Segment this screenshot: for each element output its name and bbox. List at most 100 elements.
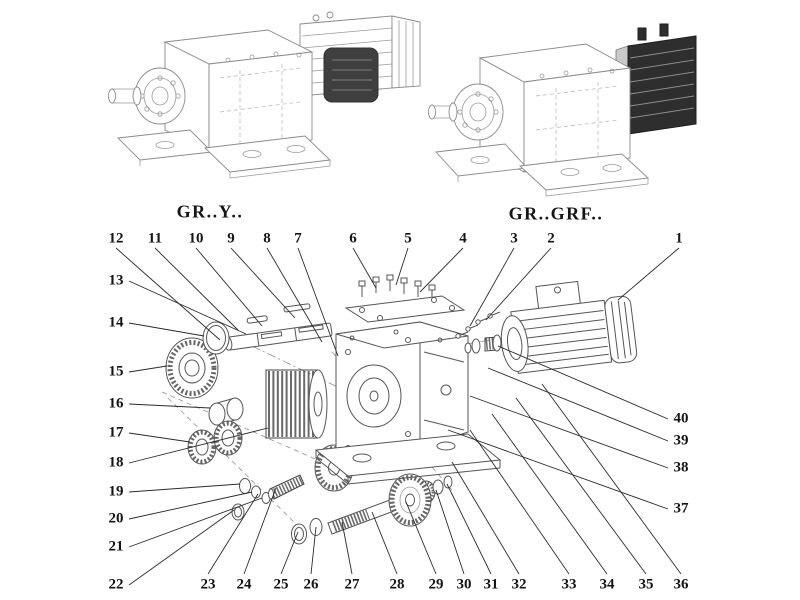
leader-line-11 [154, 247, 239, 331]
leader-line-8 [266, 247, 323, 343]
oil-seal [165, 337, 219, 399]
leader-line-25 [280, 531, 299, 575]
leader-line-17 [128, 432, 191, 443]
electric-motor [500, 280, 638, 374]
leader-line-34 [491, 413, 608, 575]
shaft-key [283, 303, 311, 313]
callout-1: 1 [675, 230, 683, 247]
leader-line-32 [451, 461, 520, 575]
leader-line-9 [230, 247, 296, 319]
callout-40: 40 [673, 410, 689, 427]
callout-27: 27 [344, 576, 360, 593]
leader-line-22 [128, 509, 235, 586]
callout-29: 29 [428, 576, 444, 593]
motor-stator-dark [323, 47, 379, 103]
callout-24: 24 [236, 576, 252, 593]
callout-14: 14 [108, 314, 124, 331]
leader-line-6 [352, 247, 377, 289]
leader-line-37 [447, 429, 669, 510]
leader-line-40 [497, 345, 669, 420]
input-shaft-assembly [224, 303, 333, 351]
callout-19: 19 [108, 483, 124, 500]
motor-pinion [464, 334, 502, 354]
pinion-shaft [268, 474, 305, 500]
leader-line-28 [371, 511, 398, 575]
leader-line-29 [405, 501, 437, 575]
leader-line-7 [297, 247, 339, 357]
output-gear [388, 473, 436, 527]
callout-22: 22 [108, 576, 124, 593]
shaft-key [246, 315, 268, 324]
model-label-gr-grf: GR..GRF.. [508, 203, 604, 224]
leader-line-13 [128, 280, 247, 335]
motor-studs [455, 311, 501, 339]
leader-line-4 [419, 247, 464, 293]
callout-5: 5 [404, 230, 412, 247]
callout-36: 36 [673, 576, 689, 593]
callout-39: 39 [673, 432, 689, 449]
leader-line-15 [128, 365, 168, 373]
model-label-gr-y: GR..Y.. [176, 201, 244, 222]
leader-line-31 [446, 483, 492, 575]
callout-15: 15 [108, 363, 124, 380]
output-shaft-assembly [291, 496, 403, 545]
washer [432, 479, 444, 495]
leader-lines [115, 247, 682, 586]
callout-16: 16 [108, 395, 124, 412]
motor-flange [500, 315, 529, 372]
callout-28: 28 [389, 576, 405, 593]
leader-line-16 [128, 403, 211, 409]
leader-line-27 [341, 521, 353, 575]
leader-line-19 [128, 483, 241, 493]
leader-line-1 [617, 247, 680, 301]
callout-10: 10 [188, 230, 204, 247]
callout-38: 38 [673, 459, 689, 476]
leader-line-3 [469, 247, 515, 327]
leader-line-24 [243, 487, 277, 575]
leader-line-33 [469, 429, 570, 575]
oil-plug [440, 384, 452, 396]
washer [239, 478, 251, 494]
callout-7: 7 [294, 230, 302, 247]
leader-line-5 [395, 247, 409, 286]
assembled-view-gr-grf [428, 23, 697, 197]
callout-13: 13 [108, 272, 124, 289]
housing-bore [346, 364, 402, 428]
large-gear [265, 369, 328, 439]
callout-20: 20 [108, 510, 124, 527]
leader-line-14 [128, 322, 205, 337]
leader-line-23 [207, 493, 259, 575]
callout-4: 4 [459, 230, 467, 247]
callout-32: 32 [511, 576, 527, 593]
exploded-view [161, 274, 638, 545]
leader-line-12 [115, 247, 221, 341]
leader-line-39 [487, 367, 669, 442]
leader-line-20 [128, 491, 253, 520]
leader-line-2 [485, 247, 552, 321]
gearbox-housing [314, 321, 502, 485]
callout-31: 31 [483, 576, 499, 593]
callout-23: 23 [200, 576, 216, 593]
callout-12: 12 [108, 230, 124, 247]
callout-2: 2 [547, 230, 555, 247]
callout-18: 18 [108, 454, 124, 471]
leader-line-36 [541, 383, 682, 575]
retaining-ring [202, 321, 230, 355]
leader-line-18 [128, 427, 269, 464]
callout-3: 3 [510, 230, 518, 247]
leader-line-10 [195, 247, 263, 327]
washer [443, 475, 453, 489]
callout-26: 26 [303, 576, 319, 593]
leader-line-26 [310, 526, 317, 575]
callout-11: 11 [147, 230, 163, 247]
callout-8: 8 [263, 230, 271, 247]
callout-9: 9 [227, 230, 235, 247]
callout-34: 34 [599, 576, 615, 593]
callout-6: 6 [349, 230, 357, 247]
leader-line-21 [128, 497, 263, 548]
washer [251, 485, 261, 499]
callout-17: 17 [108, 424, 124, 441]
callout-37: 37 [673, 500, 689, 517]
